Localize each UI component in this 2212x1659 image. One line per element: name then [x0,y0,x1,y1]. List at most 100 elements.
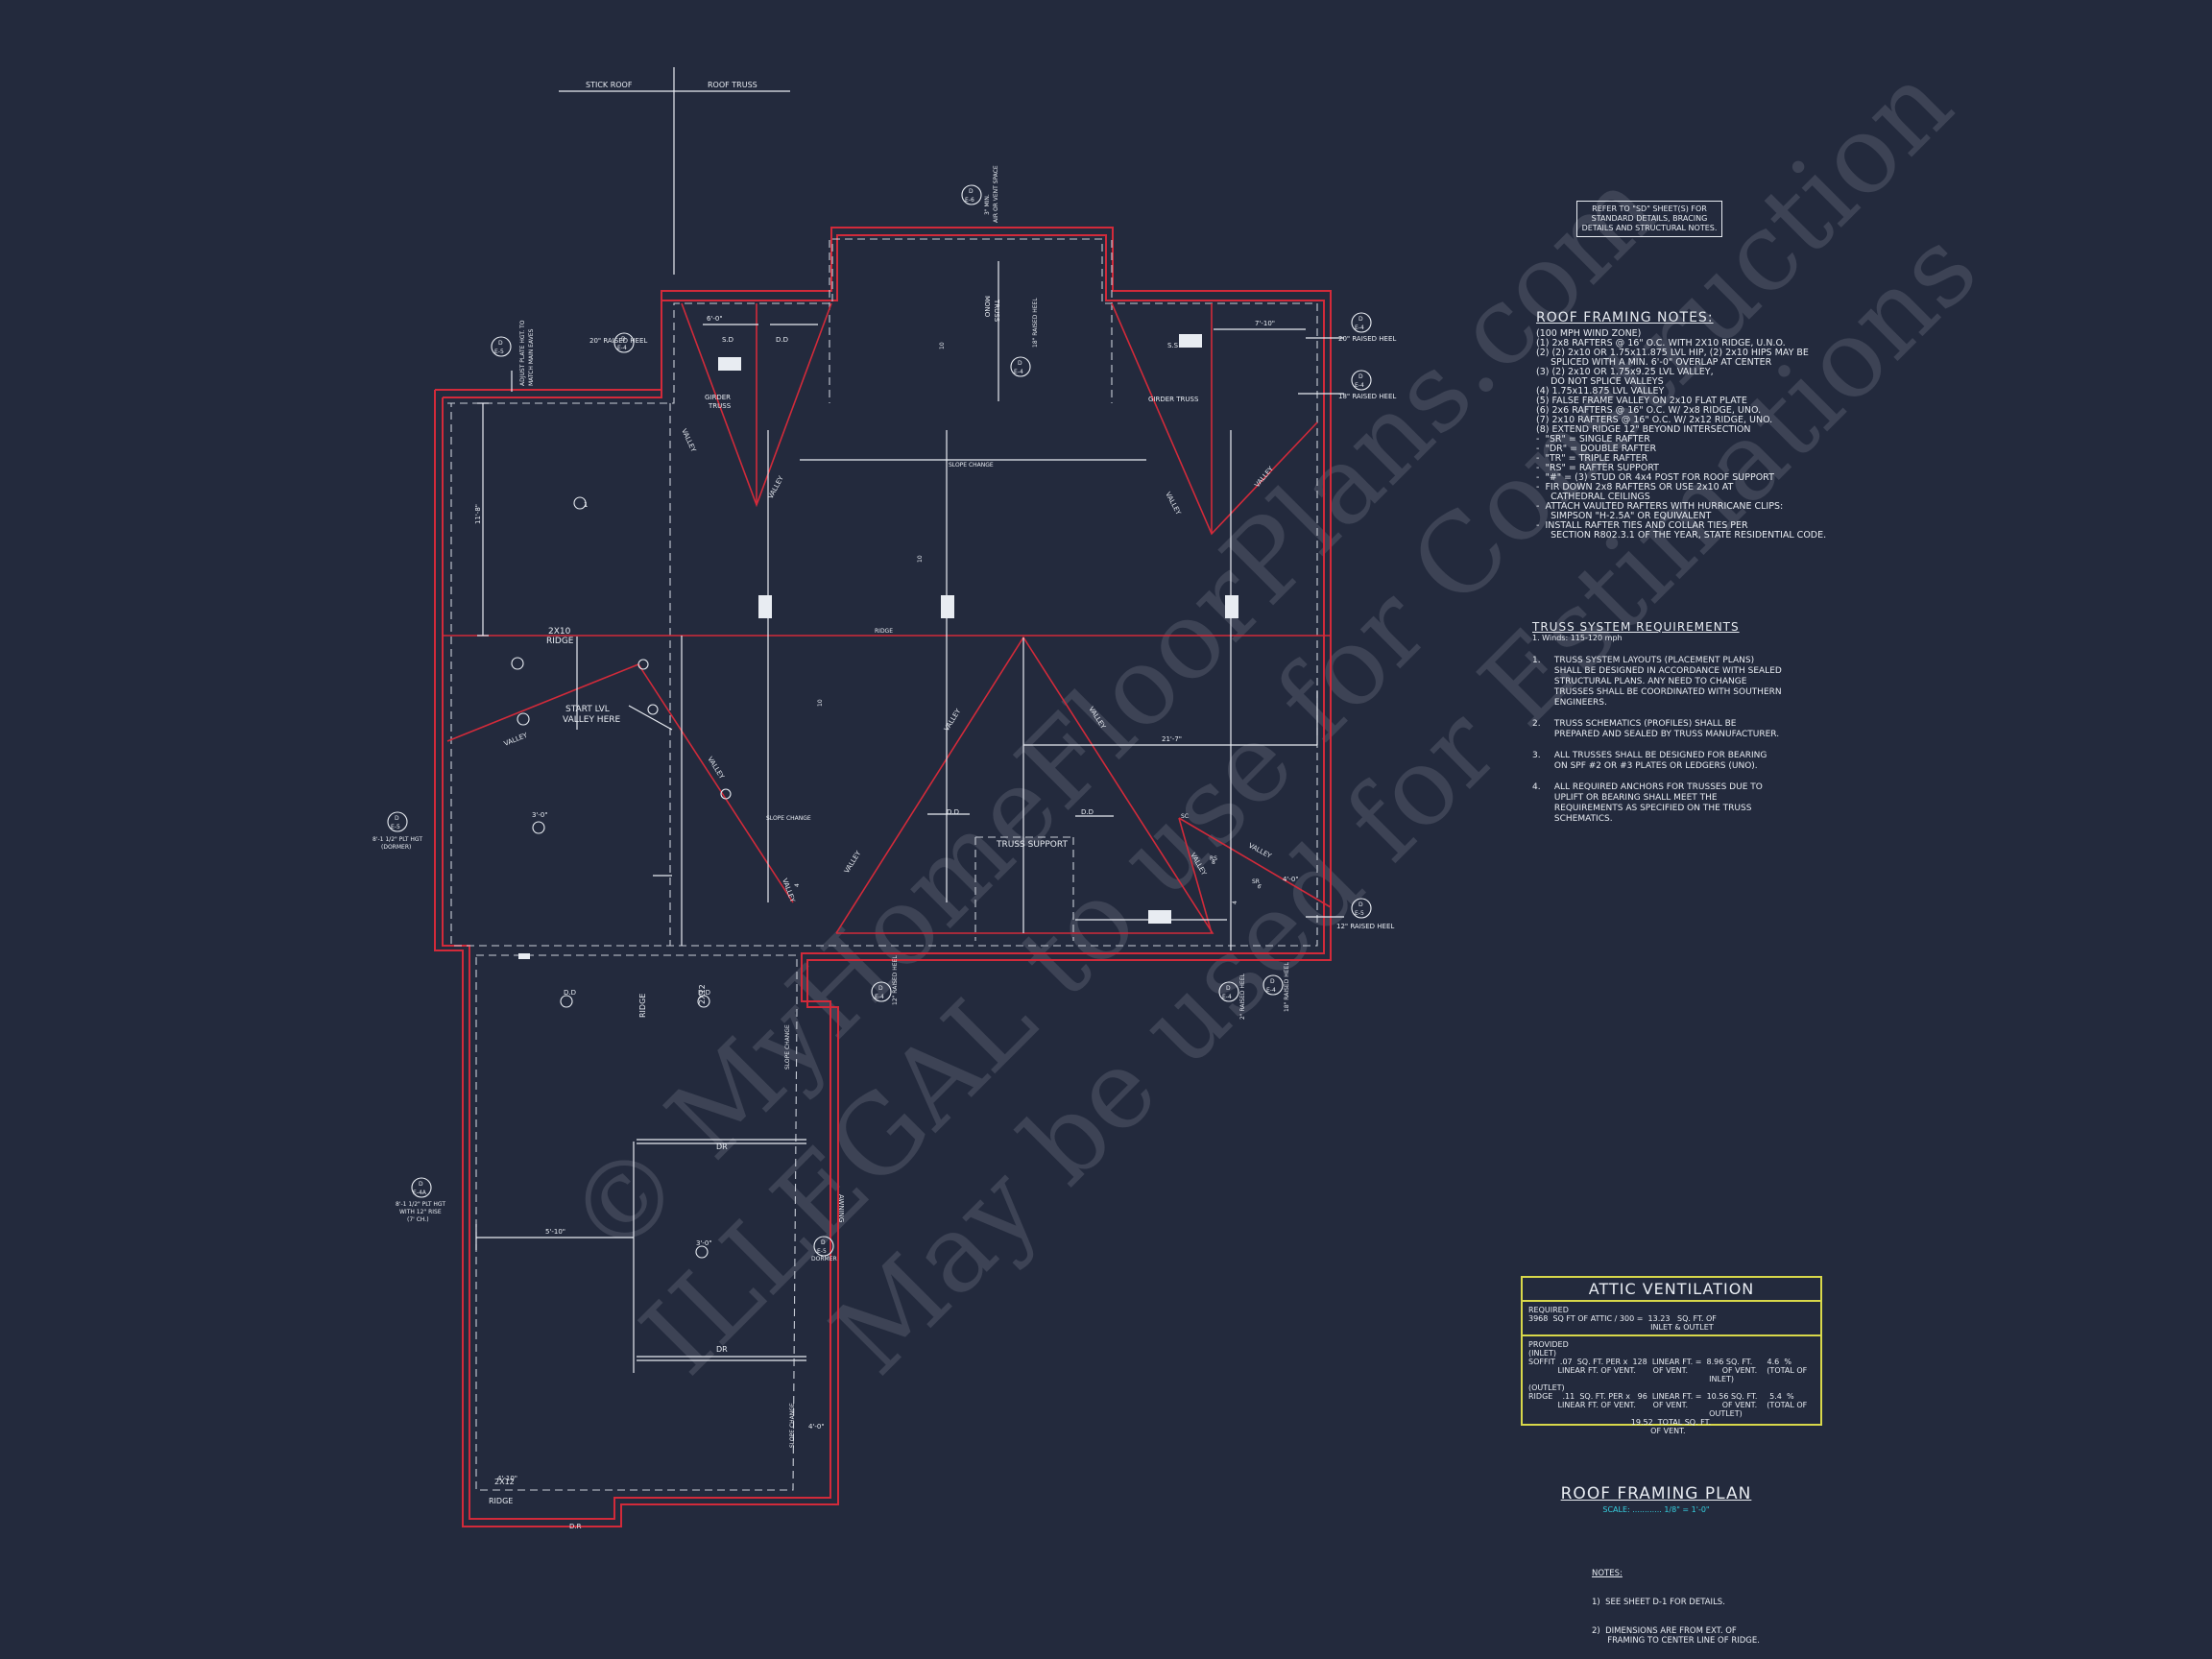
dd-label-5: D.D [698,989,710,997]
dim-11-8: 11'-8" [474,504,482,524]
awning-label: AWNING [837,1194,845,1222]
roof-framing-note: - "#" = (3) STUD OR 4x4 POST FOR ROOF SU… [1536,472,1774,483]
inlet-line-2: LINEAR FT. OF VENT. OF VENT. OF VENT. (T… [1528,1366,1808,1375]
tag-d-7: D [395,815,399,822]
ridge-2x10-label: 2X10 [548,627,571,637]
tag-d-3: D [1358,373,1363,380]
bottom-note-2: 2) DIMENSIONS ARE FROM EXT. OF FRAMING T… [1592,1626,1760,1646]
plt-hgt-low-2: WITH 12" RISE [399,1209,442,1215]
outlet-line-2: LINEAR FT. OF VENT. OF VENT. OF VENT. (T… [1528,1401,1808,1409]
num-4-a: 4 [794,883,801,887]
num-1-a: 1 [584,501,588,509]
provided-label: PROVIDED [1528,1340,1569,1349]
roof-framing-note: (8) EXTEND RIDGE 12" BEYOND INTERSECTION [1536,424,1751,435]
refer-sd-sheets-box: REFER TO "SD" SHEET(S) FOR STANDARD DETA… [1576,201,1722,237]
required-label: REQUIRED [1528,1306,1569,1314]
tag-d-13: D [821,1239,826,1246]
outlet-line: (OUTLET) RIDGE .11 SQ. FT. PER x 96 LINE… [1528,1383,1794,1401]
heel-18-vertical-2: 18" RAISED HEEL [1284,962,1290,1012]
inlet-line-3: INLET) [1528,1375,1735,1383]
tag-e5-7: E-5 [391,824,400,830]
ss-label: S.S [1167,342,1179,349]
rs-label: RS [1210,855,1217,862]
plan-title-block: ROOF FRAMING PLAN SCALE: ............ 1/… [1555,1484,1757,1514]
dd-label-3: D.D [1081,808,1094,816]
tag-e5-5: E-5 [494,349,504,355]
dim-4-0: 4'-0" [1283,876,1299,883]
dim-4-10: 4'-10" [497,1475,517,1482]
stick-roof-label: STICK ROOF [586,81,633,89]
roof-framing-note: (4) 1.75x11.875 LVL VALLEY [1536,386,1665,397]
slope-change-lower-1: SLOPE CHANGE [784,1024,791,1070]
roof-framing-note: (2) (2) 2x10 OR 1.75x11.875 LVL HIP, (2)… [1536,348,1809,358]
roof-framing-note: - "SR" = SINGLE RAFTER [1536,434,1650,445]
required-line-2: INLET & OUTLET [1528,1323,1714,1332]
ridge-2x12-label: 2X12 [698,984,707,1004]
dr-label-upper: DR [716,1142,728,1151]
girder-truss-right: GIRDER TRUSS [1148,396,1199,403]
roof-framing-note: - INSTALL RAFTER TIES AND COLLAR TIES PE… [1536,520,1748,531]
roof-framing-note: (5) FALSE FRAME VALLEY ON 2x10 FLAT PLAT… [1536,396,1747,406]
dim-3-0-lower: 3'-0" [696,1239,712,1247]
roof-framing-note: - ATTACH VAULTED RAFTERS WITH HURRICANE … [1536,501,1784,512]
roof-framing-note: - FIR DOWN 2x8 RAFTERS OR USE 2x10 AT [1536,482,1734,493]
heel-20-right: 20" RAISED HEEL [1338,335,1396,343]
roof-ridges-valleys [443,302,1332,934]
dim-21-7: 21'-7" [1162,735,1182,743]
ridge-2x12-word: RIDGE [638,994,647,1018]
tag-d-8: D [1358,902,1363,908]
roof-framing-notes: ROOF FRAMING NOTES: (100 MPH WIND ZONE)(… [1536,310,1826,541]
attic-ventilation-table: ATTIC VENTILATION REQUIRED 3968 SQ FT OF… [1521,1276,1822,1435]
roof-framing-note: DO NOT SPLICE VALLEYS [1536,376,1664,387]
truss-requirement: 1. TRUSS SYSTEM LAYOUTS (PLACEMENT PLANS… [1532,656,1782,708]
truss-requirement: 2. TRUSS SCHEMATICS (PROFILES) SHALL BE … [1532,719,1780,739]
valley-left: VALLEY [503,732,529,748]
truss-requirement: 4. ALL REQUIRED ANCHORS FOR TRUSSES DUE … [1532,782,1763,824]
plt-hgt-left-2: (DORMER) [381,844,411,851]
ridge-2x12-bottom-word: RIDGE [489,1497,513,1505]
attic-ventilation-title: ATTIC VENTILATION [1523,1278,1820,1302]
sr-label: SR [1252,878,1260,885]
total-line-2: OF VENT. [1528,1427,1686,1435]
tag-e4-9: E-4 [875,994,884,1000]
num-8-a: 8 [1212,859,1215,866]
tag-d-12: D [419,1181,423,1188]
tag-e4-3: E-4 [1355,382,1364,389]
roof-framing-note: (3) (2) 2x10 OR 1.75x9.25 LVL VALLEY, [1536,367,1714,377]
tag-d-9: D [878,985,883,992]
slope-change-middle: SLOPE CHANGE [766,815,811,822]
heel-18-vertical-1: 18" RAISED HEEL [1032,298,1039,348]
roof-framing-note: SIMPSON "H-2.5A" OR EQUIVALENT [1536,511,1712,521]
tag-d-11: D [1270,978,1275,985]
roof-support-posts [518,334,1238,959]
truss-requirements-list: 1. TRUSS SYSTEM LAYOUTS (PLACEMENT PLANS… [1532,656,1820,825]
valley-center: VALLEY [943,707,963,733]
dormer-label: DORMER [811,1256,837,1262]
slope-change-top: SLOPE CHANGE [949,462,994,469]
bottom-notes-heading: NOTES: [1592,1569,1623,1578]
sd-label-1: S.D [722,336,733,344]
attic-ventilation-provided: PROVIDED (INLET) SOFFIT .07 SQ. FT. PER … [1523,1336,1820,1435]
air-space-1: 3" MIN. [984,194,991,215]
valley-bottom-left: VALLEY [843,849,863,875]
outlet-line-3: OUTLET) [1528,1409,1743,1418]
dim-4-0-lower: 4'-0" [808,1423,825,1431]
dim-6-0: 6'-0" [707,315,723,323]
num-4-b: 4 [1232,901,1238,904]
valley-top-left: VALLEY [680,427,697,453]
plt-hgt-low-1: 8'-1 1/2" PLT HGT [396,1201,445,1208]
roof-framing-note: - "DR" = DOUBLE RAFTER [1536,444,1657,454]
start-lvl-label: START LVL [565,705,610,714]
air-space-2: AIR OR VENT SPACE [993,165,999,223]
slope-change-lower-2: SLOPE CHANGE [789,1403,796,1448]
sc-label: SC [1181,813,1189,820]
roof-framing-note: CATHEDRAL CEILINGS [1536,492,1650,502]
tag-e4-4: E-4 [1014,369,1023,375]
heel-2-vertical: 2" RAISED HEEL [1239,973,1246,1020]
mono-truss-label-1: MONO [983,296,991,318]
tag-e6-6: E-6 [965,197,974,204]
roof-framing-notes-title: ROOF FRAMING NOTES: [1536,310,1714,325]
dr-small-label: D.R [569,1523,582,1530]
plt-hgt-low-3: (7' CH.) [407,1216,429,1223]
tag-e5-13: E-5 [817,1248,827,1255]
